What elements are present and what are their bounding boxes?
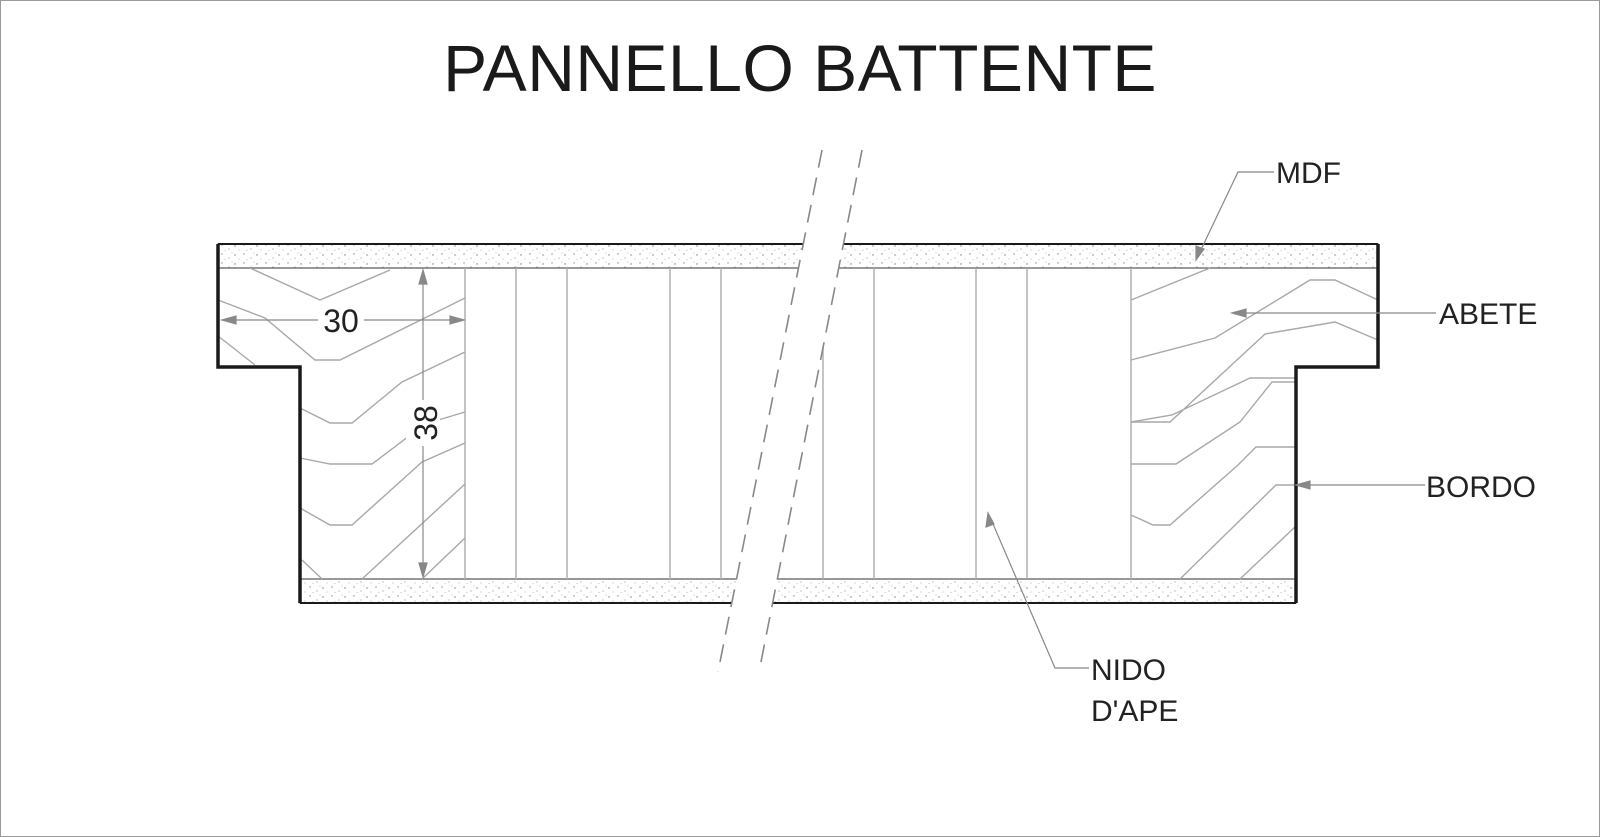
dimension-height-label: 38	[408, 405, 444, 441]
break-line-right	[758, 149, 863, 673]
break-line-left	[717, 149, 823, 673]
left-fir-grain	[217, 267, 466, 580]
leader-nido	[985, 511, 1089, 669]
label-nido-line2: D'APE	[1091, 695, 1178, 728]
mdf-bottom-skin	[299, 578, 1297, 604]
label-nido-line1: NIDO	[1091, 654, 1166, 687]
panel-outline-right	[1294, 244, 1380, 603]
leader-mdf	[1195, 171, 1274, 262]
leader-bordo	[1293, 480, 1425, 490]
dimension-width-label: 30	[323, 303, 359, 339]
label-abete: ABETE	[1439, 298, 1537, 331]
leader-abete	[1229, 308, 1436, 318]
mdf-top-skin	[217, 243, 1379, 269]
dimension-height-bg	[406, 400, 440, 446]
label-mdf: MDF	[1276, 157, 1341, 190]
right-fir-grain	[1130, 267, 1379, 580]
break-gap	[718, 150, 862, 672]
label-bordo: BORDO	[1426, 471, 1536, 504]
dimension-width-bg	[318, 302, 364, 336]
drawing-title: PANNELLO BATTENTE	[443, 31, 1157, 105]
panel-outline	[216, 244, 302, 603]
